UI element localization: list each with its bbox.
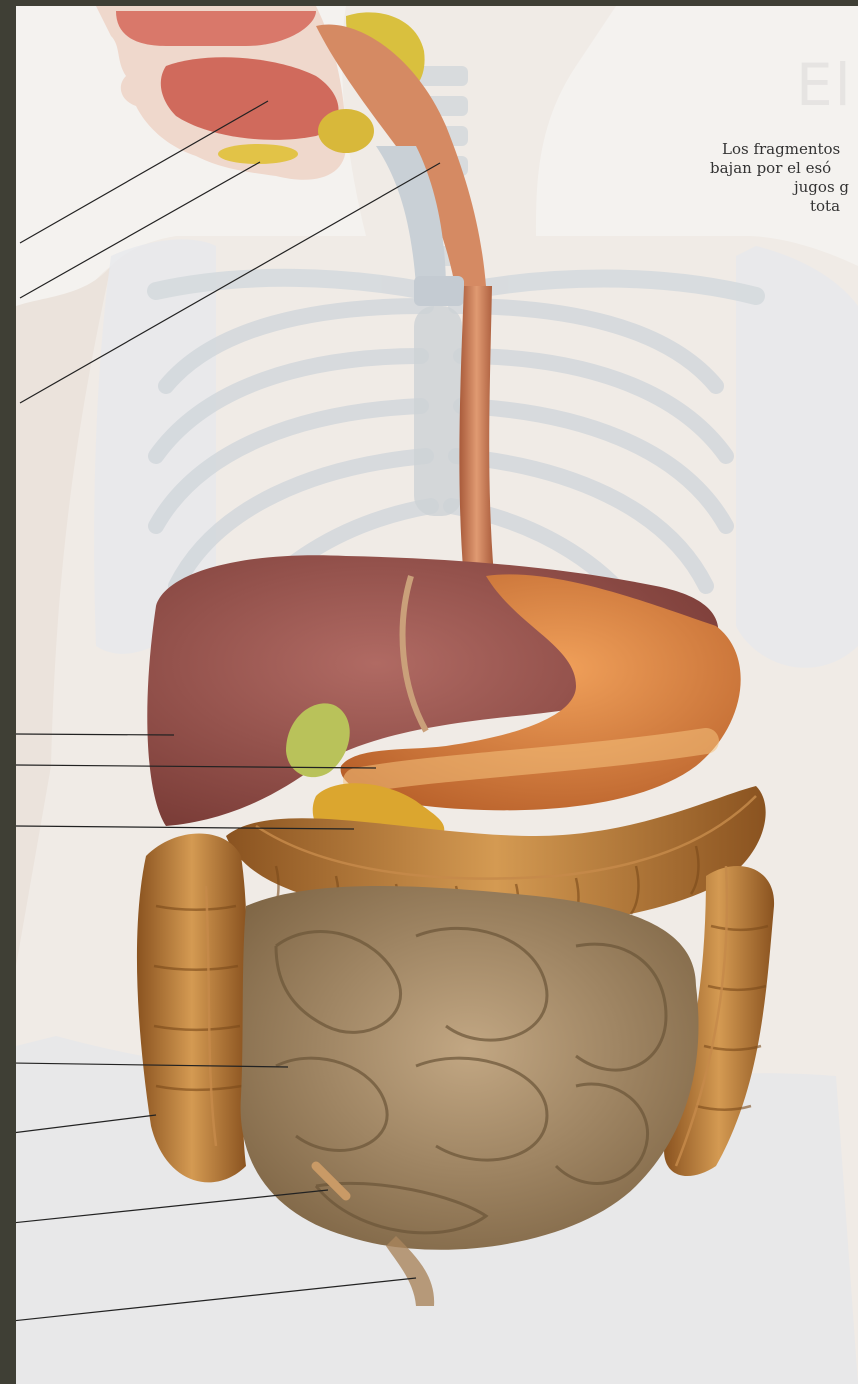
intro-text-line-4: tota <box>810 197 840 216</box>
leader-line-mouth <box>20 101 268 243</box>
intro-text-line-2: bajan por el esó <box>710 159 831 178</box>
page-heading-watermark: El esto <box>796 51 858 119</box>
intro-text-line-3: jugos g <box>794 178 849 197</box>
submandibular-gland <box>318 109 374 153</box>
anatomy-sheet: El esto LA Los fragmentos bajan por el e… <box>16 6 858 1384</box>
digestive-system-illustration <box>16 6 858 1384</box>
sublingual-gland <box>218 144 298 164</box>
esophagus <box>459 286 494 581</box>
bra-shading-right <box>736 246 858 668</box>
ascending-colon <box>137 834 247 1183</box>
thyroid-cartilage <box>414 276 464 306</box>
intro-text-line-1: Los fragmentos <box>722 140 840 159</box>
sternum <box>414 306 462 516</box>
